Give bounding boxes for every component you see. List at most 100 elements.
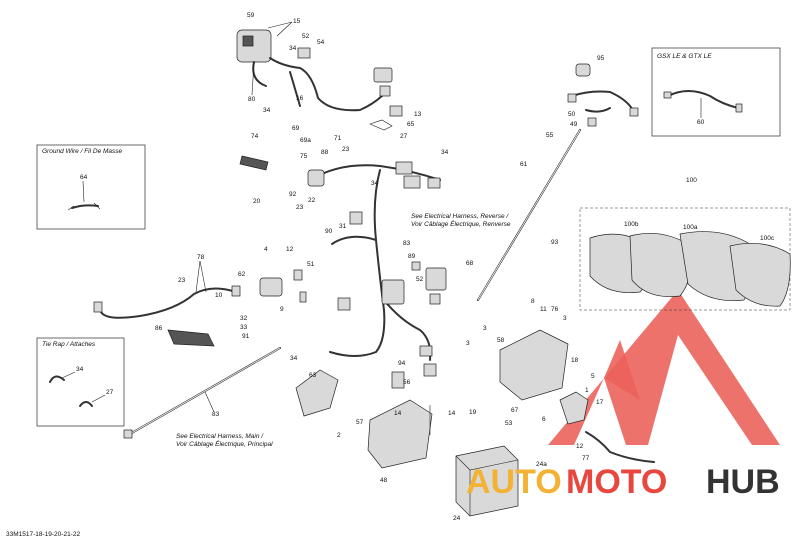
callout-63: 63	[309, 372, 317, 379]
callout-67: 67	[511, 407, 519, 414]
callout-14b: 14	[448, 410, 456, 417]
battery-box	[455, 445, 519, 517]
callout-34a: 34	[289, 45, 297, 52]
watermark-word-hub: HUB	[706, 463, 780, 501]
callout-6: 6	[542, 416, 546, 423]
callout-69a: 69a	[300, 137, 311, 144]
callout-94: 94	[398, 360, 406, 367]
callout-3c: 3	[563, 315, 567, 322]
callout-100b: 100b	[624, 221, 639, 228]
callout-24a: 24a	[536, 461, 547, 468]
callout-16: 16	[296, 95, 304, 102]
callout-34f: 34	[76, 366, 84, 373]
callout-64: 64	[80, 174, 88, 181]
callout-22: 22	[308, 197, 316, 204]
control-module	[499, 329, 655, 463]
callout-23a: 23	[342, 146, 350, 153]
inset-title-gsx: GSX LE & GTX LE	[657, 53, 712, 60]
callout-34d: 34	[290, 355, 298, 362]
callout-50: 50	[568, 111, 576, 118]
handlebar-harness	[236, 29, 403, 131]
watermark-wordmark: AUTO MOTO HUB	[466, 463, 780, 501]
callout-83b: 83	[212, 411, 220, 418]
callout-55: 55	[546, 132, 554, 139]
callout-56: 56	[403, 379, 411, 386]
callout-19: 19	[469, 409, 477, 416]
callout-92: 92	[289, 191, 297, 198]
callout-17: 17	[596, 399, 604, 406]
callout-74: 74	[251, 133, 259, 140]
callout-13: 13	[414, 111, 422, 118]
callout-86: 86	[155, 325, 163, 332]
callout-52b: 52	[416, 276, 424, 283]
diagram-code: 33M1517-18-19-20-21-22	[6, 531, 80, 538]
callout-59: 59	[247, 12, 255, 19]
callout-31: 31	[339, 223, 347, 230]
inset-tie-rap: Tie Rap / Attaches 34 27	[36, 337, 125, 427]
callout-33: 33	[240, 324, 248, 331]
relay-group	[411, 261, 447, 305]
callout-18: 18	[571, 357, 579, 364]
callout-52: 52	[302, 33, 310, 40]
callout-4: 4	[264, 246, 268, 253]
upper-right-harness	[567, 63, 639, 127]
callout-100a: 100a	[683, 224, 698, 231]
callout-34b: 34	[263, 107, 271, 114]
callout-9: 9	[280, 306, 284, 313]
callout-91: 91	[242, 333, 250, 340]
callout-78: 78	[197, 254, 205, 261]
callout-83a: 83	[403, 240, 411, 247]
watermark-word-moto: MOTO	[566, 463, 667, 501]
callout-51: 51	[307, 261, 315, 268]
callout-24: 24	[453, 515, 461, 522]
note-reverse-1: See Electrical Harness, Reverse /	[411, 213, 509, 220]
callout-76: 76	[551, 306, 559, 313]
callout-3b: 3	[466, 340, 470, 347]
callout-3a: 3	[483, 325, 487, 332]
callout-2: 2	[337, 432, 341, 439]
callout-49: 49	[570, 121, 578, 128]
callout-58: 58	[497, 337, 505, 344]
inset-title-ground-wire: Ground Wire / Fil De Masse	[42, 148, 123, 155]
callout-11: 11	[540, 306, 547, 313]
cable-61	[477, 129, 581, 301]
callout-27b: 27	[106, 389, 114, 396]
cable-83-main	[123, 347, 281, 439]
callout-100c: 100c	[760, 235, 775, 242]
inset-ground-wire: Ground Wire / Fil De Masse 64	[36, 144, 146, 230]
callout-15: 15	[293, 18, 301, 25]
callout-12b: 12	[576, 443, 584, 450]
callout-77: 77	[582, 455, 590, 462]
callout-100: 100	[686, 177, 697, 184]
callout-1: 1	[585, 387, 589, 394]
callout-95: 95	[597, 55, 605, 62]
callout-80: 80	[248, 96, 256, 103]
callout-57: 57	[356, 419, 364, 426]
callout-54: 54	[317, 39, 325, 46]
callout-14a: 14	[394, 410, 402, 417]
callout-34c: 34	[371, 180, 379, 187]
watermark-logo	[548, 290, 780, 445]
callout-10: 10	[215, 292, 223, 299]
note-main-2: Voir Câblage Électrique, Principal	[176, 439, 273, 448]
callout-89: 89	[408, 253, 416, 260]
callout-20: 20	[253, 198, 261, 205]
inset-title-tie-rap: Tie Rap / Attaches	[42, 341, 96, 348]
callout-8: 8	[531, 298, 535, 305]
callout-27a: 27	[400, 133, 408, 140]
callout-23b: 23	[296, 204, 304, 211]
callout-34e: 34	[441, 149, 449, 156]
note-reverse-2: Voir Câblage Électrique, Renverse	[411, 219, 511, 228]
watermark-word-auto: AUTO	[466, 463, 562, 501]
callout-93: 93	[551, 239, 559, 246]
left-harness	[93, 269, 307, 347]
main-harness	[239, 155, 441, 361]
callout-62: 62	[238, 271, 246, 278]
callout-23c: 23	[178, 277, 186, 284]
motor-and-bracket	[295, 363, 437, 469]
inset-gsx: GSX LE & GTX LE 60	[651, 47, 781, 137]
watermark-triangle	[548, 290, 780, 445]
callout-53: 53	[505, 420, 513, 427]
callout-75: 75	[300, 153, 308, 160]
